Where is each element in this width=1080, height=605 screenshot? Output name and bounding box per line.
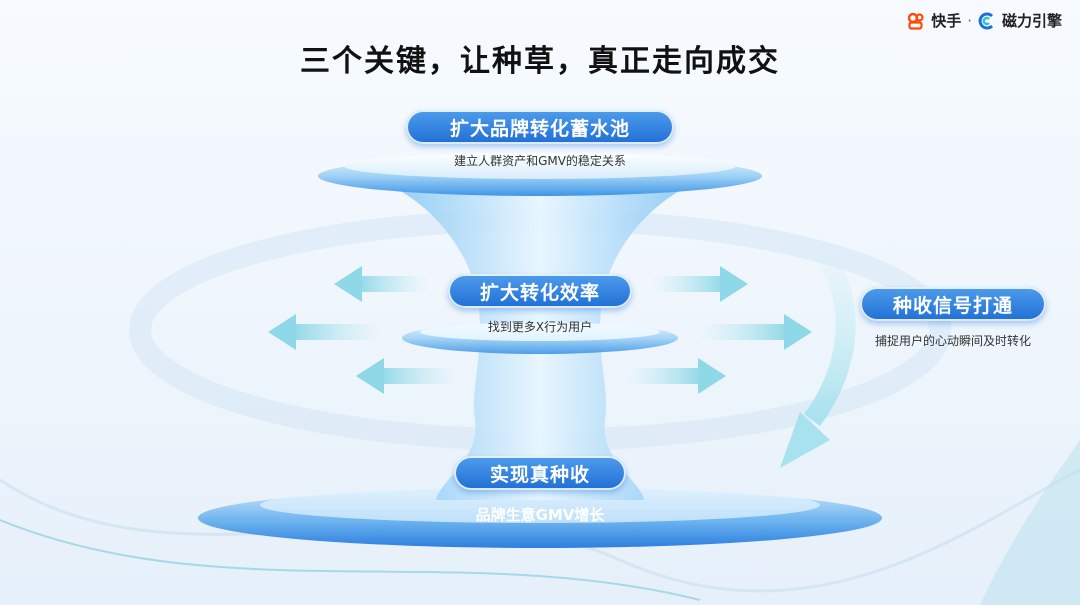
stage-pill-side-label: 种收信号打通 xyxy=(892,294,1013,317)
kuaishou-logo-icon xyxy=(907,12,924,30)
stage-pill-side: 种收信号打通 xyxy=(860,287,1046,321)
cili-engine-label: 磁力引擎 xyxy=(1001,12,1062,30)
curved-arrow-down-icon xyxy=(780,243,856,468)
base-disc-highlight xyxy=(260,487,820,523)
stage-sub-bottom: 品牌生意GMV增长 xyxy=(475,506,605,524)
decor-corner xyxy=(980,440,1080,605)
arrow-left-icon xyxy=(356,358,456,394)
stage-pill-bottom: 实现真种收 xyxy=(454,456,626,490)
stage-sub-top: 建立人群资产和GMV的稳定关系 xyxy=(454,154,626,168)
arrow-left-icon xyxy=(334,266,428,302)
top-disc-highlight xyxy=(344,153,736,179)
page-title: 三个关键，让种草，真正走向成交 xyxy=(300,44,780,79)
arrow-left-icon xyxy=(268,314,382,350)
stage-pill-middle-label: 扩大转化效率 xyxy=(479,281,600,304)
arrow-right-icon xyxy=(700,314,812,350)
arrow-right-icon xyxy=(652,266,748,302)
arrow-right-icon xyxy=(628,358,726,394)
brand-separator: · xyxy=(967,11,972,30)
stage-pill-top: 扩大品牌转化蓄水池 xyxy=(406,110,674,144)
stage-pill-top-label: 扩大品牌转化蓄水池 xyxy=(449,117,630,140)
brand-header: 快手 · 磁力引擎 xyxy=(907,10,1062,31)
cili-engine-logo-icon xyxy=(978,12,994,29)
stage-sub-side: 捕捉用户的心动瞬间及时转化 xyxy=(874,334,1031,348)
stage-pill-bottom-label: 实现真种收 xyxy=(489,463,590,486)
middle-disc-highlight xyxy=(420,323,660,341)
decor-wave xyxy=(0,519,701,601)
stage-sub-middle: 找到更多X行为用户 xyxy=(487,320,593,334)
decor-wave xyxy=(0,468,1080,593)
kuaishou-label: 快手 xyxy=(931,12,962,30)
stage-pill-middle: 扩大转化效率 xyxy=(448,274,632,308)
